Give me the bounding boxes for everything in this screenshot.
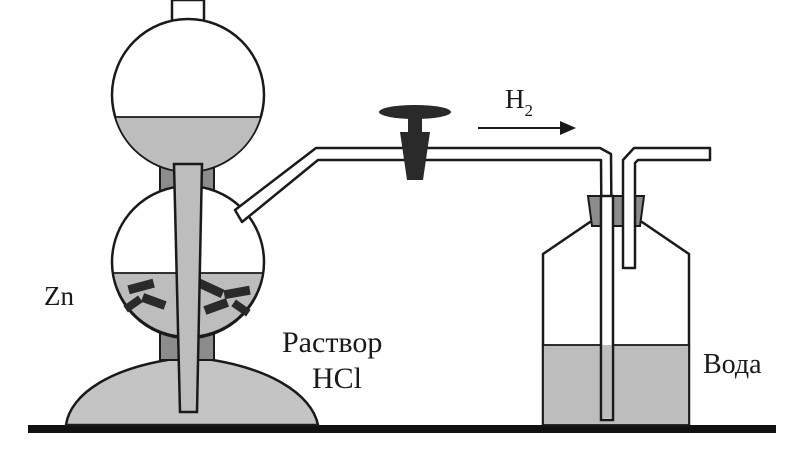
solution-label-line1: Раствор: [282, 326, 382, 359]
inlet-tube-underwater: [602, 345, 612, 418]
funnel-tube: [172, 162, 204, 414]
gas-label: H2: [505, 84, 533, 120]
flow-arrow: [478, 121, 576, 135]
wash-bottle-water: [542, 344, 690, 426]
table-surface: [28, 425, 776, 433]
water-label: Вода: [703, 349, 762, 380]
zinc-granules: [123, 278, 251, 317]
bottle-outlet-tube: [621, 146, 712, 270]
solution-label-line2: HCl: [312, 362, 362, 395]
zinc-label: Zn: [44, 281, 74, 311]
stopcock-valve[interactable]: [379, 105, 451, 180]
